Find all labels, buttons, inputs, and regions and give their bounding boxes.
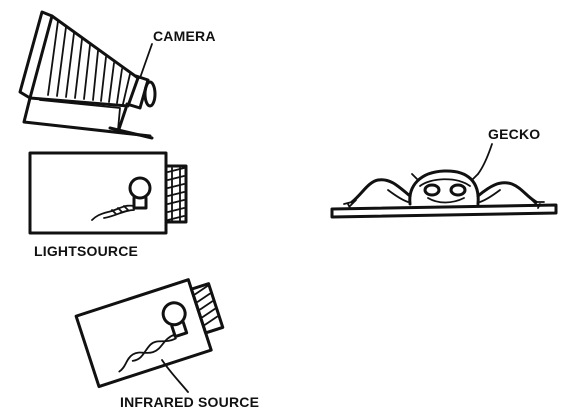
light-source-illustration <box>28 151 188 235</box>
camera-label: CAMERA <box>153 28 216 44</box>
gecko-label: GECKO <box>488 126 541 142</box>
camera-illustration <box>18 10 157 140</box>
infrared-source-label: INFRARED SOURCE <box>120 394 260 410</box>
camera-leader-line <box>139 43 153 79</box>
gecko-leader-line <box>477 143 493 175</box>
infrared-leader-line <box>161 359 189 393</box>
infrared-source-illustration <box>74 278 225 389</box>
gecko-illustration <box>330 169 558 219</box>
light-source-label: LIGHTSOURCE <box>34 243 139 259</box>
